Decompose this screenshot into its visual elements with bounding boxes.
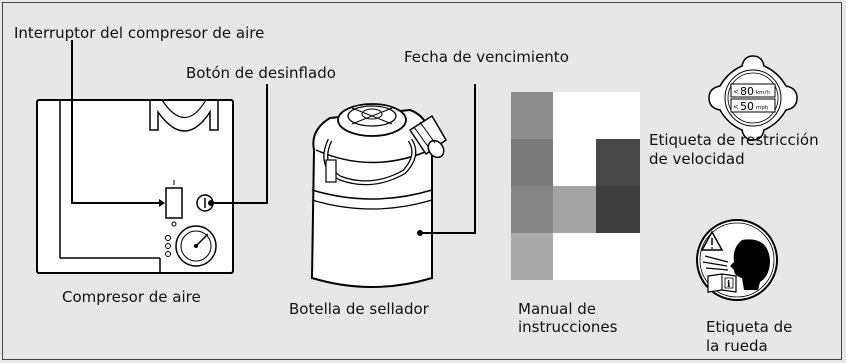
speed-label-caption-line1: Etiqueta de restricción [649,131,819,149]
svg-text:<: < [733,88,739,96]
speed-label-caption-line2: de velocidad [649,150,745,168]
manual-caption-line2: instrucciones [518,318,618,336]
speed-mph-value: 50 [740,100,754,113]
air-compressor [36,99,234,274]
svg-text:i: i [727,280,731,290]
head-icon [730,239,770,290]
manual-caption-line1: Manual de [518,300,597,318]
switch-callout-line [71,40,163,204]
compressor-switch [165,187,183,219]
deflate-callout-line [212,84,268,204]
speed-kmh-unit: km/h [756,90,770,96]
svg-text:<: < [733,103,739,111]
deflate-button-callout: Botón de desinflado [186,64,336,82]
wheel-label-caption-line1: Etiqueta de [706,318,793,336]
compressor-caption: Compresor de aire [62,288,201,306]
instruction-manual [511,92,640,280]
sealant-bottle [310,103,447,288]
compressor-switch-callout: Interruptor del compresor de aire [14,24,265,42]
wheel-label-caption-line2: la rueda [706,337,768,355]
speed-restriction-sticker: < 80 km/h < 50 mph [708,55,798,141]
expiry-callout-line [421,84,476,234]
speed-kmh-value: 80 [740,85,754,98]
wheel-sticker: i [696,219,778,301]
sealant-bottle-caption: Botella de sellador [289,300,429,318]
expiry-date-callout: Fecha de vencimiento [404,48,569,66]
speed-mph-unit: mph [756,105,769,111]
